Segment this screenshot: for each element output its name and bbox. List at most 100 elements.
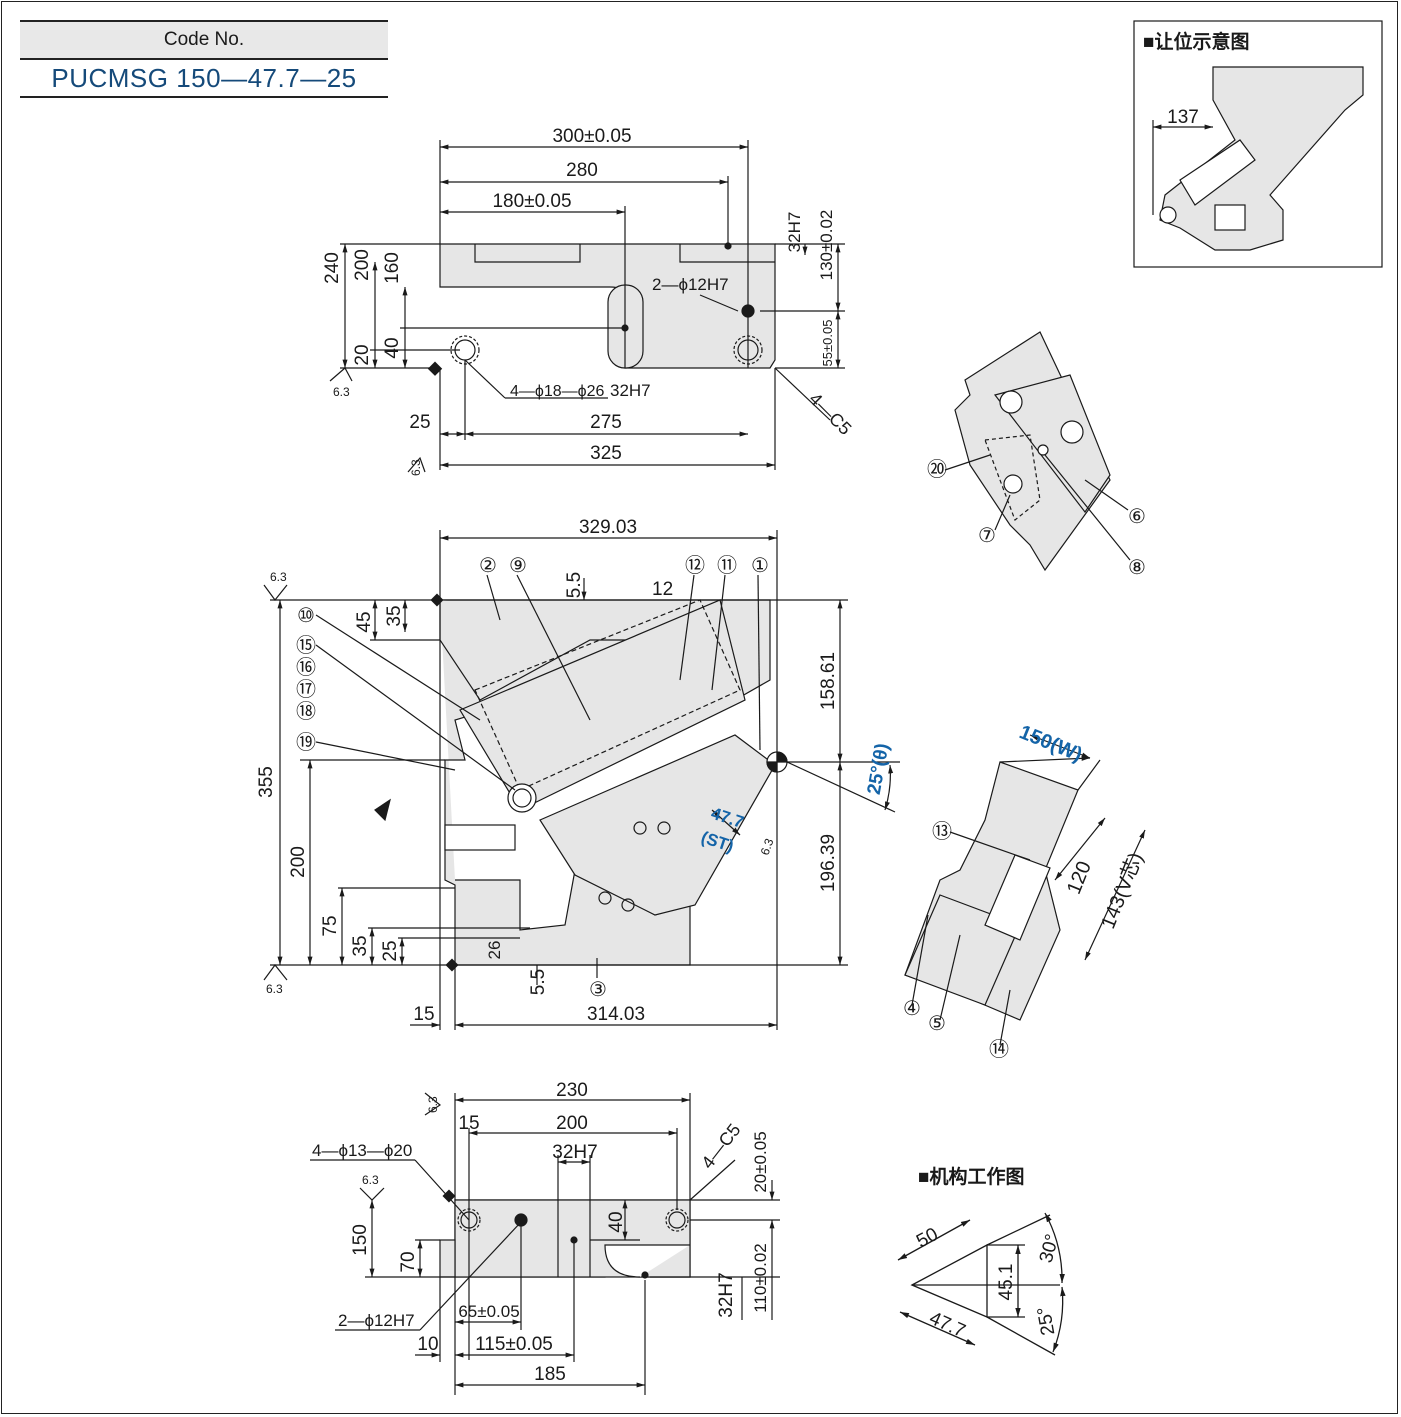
dim-35-bottom: 35	[350, 935, 371, 956]
top-view	[329, 140, 845, 473]
dim-15: 15	[413, 1004, 434, 1025]
detail-upper-labels: ⑥ ⑦ ⑧ ⑳	[927, 458, 1146, 579]
dim-32h7-b: 32H7	[716, 1272, 737, 1317]
dim-150: 150	[350, 1224, 371, 1256]
code-box: Code No. PUCMSG 150—47.7—25	[20, 20, 388, 98]
dim-230: 230	[556, 1080, 588, 1101]
dim-4-phi18: 4—ϕ18—ϕ26	[510, 383, 605, 400]
dim-35-top: 35	[384, 605, 405, 626]
roughness-4: 6.3	[266, 982, 283, 996]
mech-dim-50: 50	[913, 1224, 942, 1252]
dim-20: 20	[352, 344, 373, 365]
dim-70: 70	[398, 1251, 419, 1272]
mechanism-diagram	[897, 1212, 1066, 1356]
part-12: ⑫	[685, 554, 705, 577]
bottom-view-labels: 230 15 200 32H7 4—C5 20±0.05 4—ϕ13—ϕ20 4…	[312, 1080, 770, 1385]
roughness-2: 6.3	[409, 459, 423, 476]
roughness-3: 6.3	[270, 570, 287, 584]
code-header: Code No.	[20, 20, 388, 60]
dim-10: 10	[417, 1334, 438, 1355]
dim-240: 240	[322, 252, 343, 284]
dim-143: 143(V芯)	[1096, 849, 1147, 932]
dim-65: 65±0.05	[458, 1302, 519, 1321]
part-3: ③	[589, 979, 607, 1001]
dim-2-phi12: 2—ϕ12H7	[338, 1311, 415, 1330]
dim-130: 130±0.02	[817, 210, 836, 281]
dim-355: 355	[256, 766, 277, 798]
part-2: ②	[479, 555, 497, 577]
mech-dim-45-1: 45.1	[996, 1264, 1017, 1301]
code-value: PUCMSG 150—47.7—25	[20, 60, 388, 98]
part-5: ⑤	[928, 1013, 946, 1035]
mech-angle-25: 25°	[1034, 1305, 1060, 1337]
dim-15: 15	[458, 1113, 479, 1134]
dim-45: 45	[354, 611, 375, 632]
part-19: ⑲	[296, 731, 316, 754]
roughness-7: 6.3	[362, 1173, 379, 1187]
angle-25: 25°(θ)	[864, 742, 894, 797]
dim-4-c5: 4—C5	[805, 389, 855, 439]
dim-110: 110±0.02	[751, 1243, 770, 1313]
roughness-1: 6.3	[333, 385, 350, 399]
dim-25: 25	[380, 940, 401, 961]
dim-40: 40	[606, 1211, 627, 1232]
dim-329: 329.03	[579, 517, 637, 538]
inset-labels: ■让位示意图 137	[1143, 30, 1249, 128]
dim-325: 325	[590, 443, 622, 464]
part-13: ⑬	[932, 820, 952, 843]
dim-12: 12	[652, 579, 673, 600]
bottom-view	[310, 1092, 780, 1395]
dim-4-phi13: 4—ϕ13—ϕ20	[312, 1141, 412, 1160]
dim-275: 275	[590, 412, 622, 433]
mech-dim-47-7: 47.7	[926, 1308, 968, 1342]
inset-title: ■让位示意图	[1143, 30, 1249, 53]
dim-200: 200	[556, 1113, 588, 1134]
dim-200: 200	[288, 846, 309, 878]
dim-25: 25	[409, 412, 430, 433]
front-view	[263, 530, 900, 1030]
dim-200: 200	[352, 249, 373, 281]
dim-55: 55±0.05	[820, 320, 835, 367]
dim-185: 185	[534, 1364, 566, 1385]
mechanism-title: ■机构工作图	[918, 1165, 1024, 1188]
part-20: ⑳	[927, 458, 947, 481]
dim-75: 75	[320, 915, 341, 936]
part-8: ⑧	[1128, 557, 1146, 579]
dim-32h7-a: 32H7	[552, 1142, 597, 1163]
roughness-5: 6.3	[758, 836, 777, 857]
dim-5-5-top: 5.5	[564, 572, 585, 598]
dim-26: 26	[485, 941, 504, 960]
part-18: ⑱	[296, 700, 316, 723]
roughness-6: 6.3	[426, 1096, 440, 1113]
part-11: ⑪	[717, 554, 737, 577]
detail-upper	[944, 331, 1131, 572]
part-10: ⑩	[297, 605, 315, 627]
dim-32h7-b: 32H7	[610, 381, 651, 400]
part-17: ⑰	[296, 678, 316, 701]
mechanism-labels: ■机构工作图 50 47.7 45.1 30° 25°	[913, 1165, 1063, 1342]
part-9: ⑨	[509, 555, 527, 577]
mech-angle-30: 30°	[1036, 1232, 1064, 1265]
dim-300: 300±0.05	[552, 126, 631, 147]
part-7: ⑦	[978, 525, 996, 547]
part-4: ④	[903, 998, 921, 1020]
part-15: ⑮	[296, 634, 316, 657]
top-view-labels: 300±0.05 280 180±0.05 240 200 160 40 20 …	[322, 126, 855, 476]
dim-160: 160	[382, 252, 403, 284]
dim-40: 40	[382, 337, 403, 358]
part-14: ⑭	[989, 1038, 1009, 1061]
dim-20: 20±0.05	[751, 1131, 770, 1192]
inset-dim-137: 137	[1167, 107, 1199, 128]
dim-158: 158.61	[818, 652, 839, 710]
dim-314: 314.03	[587, 1004, 645, 1025]
part-1: ①	[751, 555, 769, 577]
part-6: ⑥	[1128, 506, 1146, 528]
dim-196: 196.39	[818, 834, 839, 892]
dim-115: 115±0.05	[475, 1334, 553, 1355]
detail-lower	[904, 734, 1146, 1046]
dim-180: 180±0.05	[492, 191, 571, 212]
part-16: ⑯	[296, 656, 316, 679]
dim-280: 280	[566, 160, 598, 181]
dim-5-5-bottom: 5.5	[528, 969, 549, 995]
